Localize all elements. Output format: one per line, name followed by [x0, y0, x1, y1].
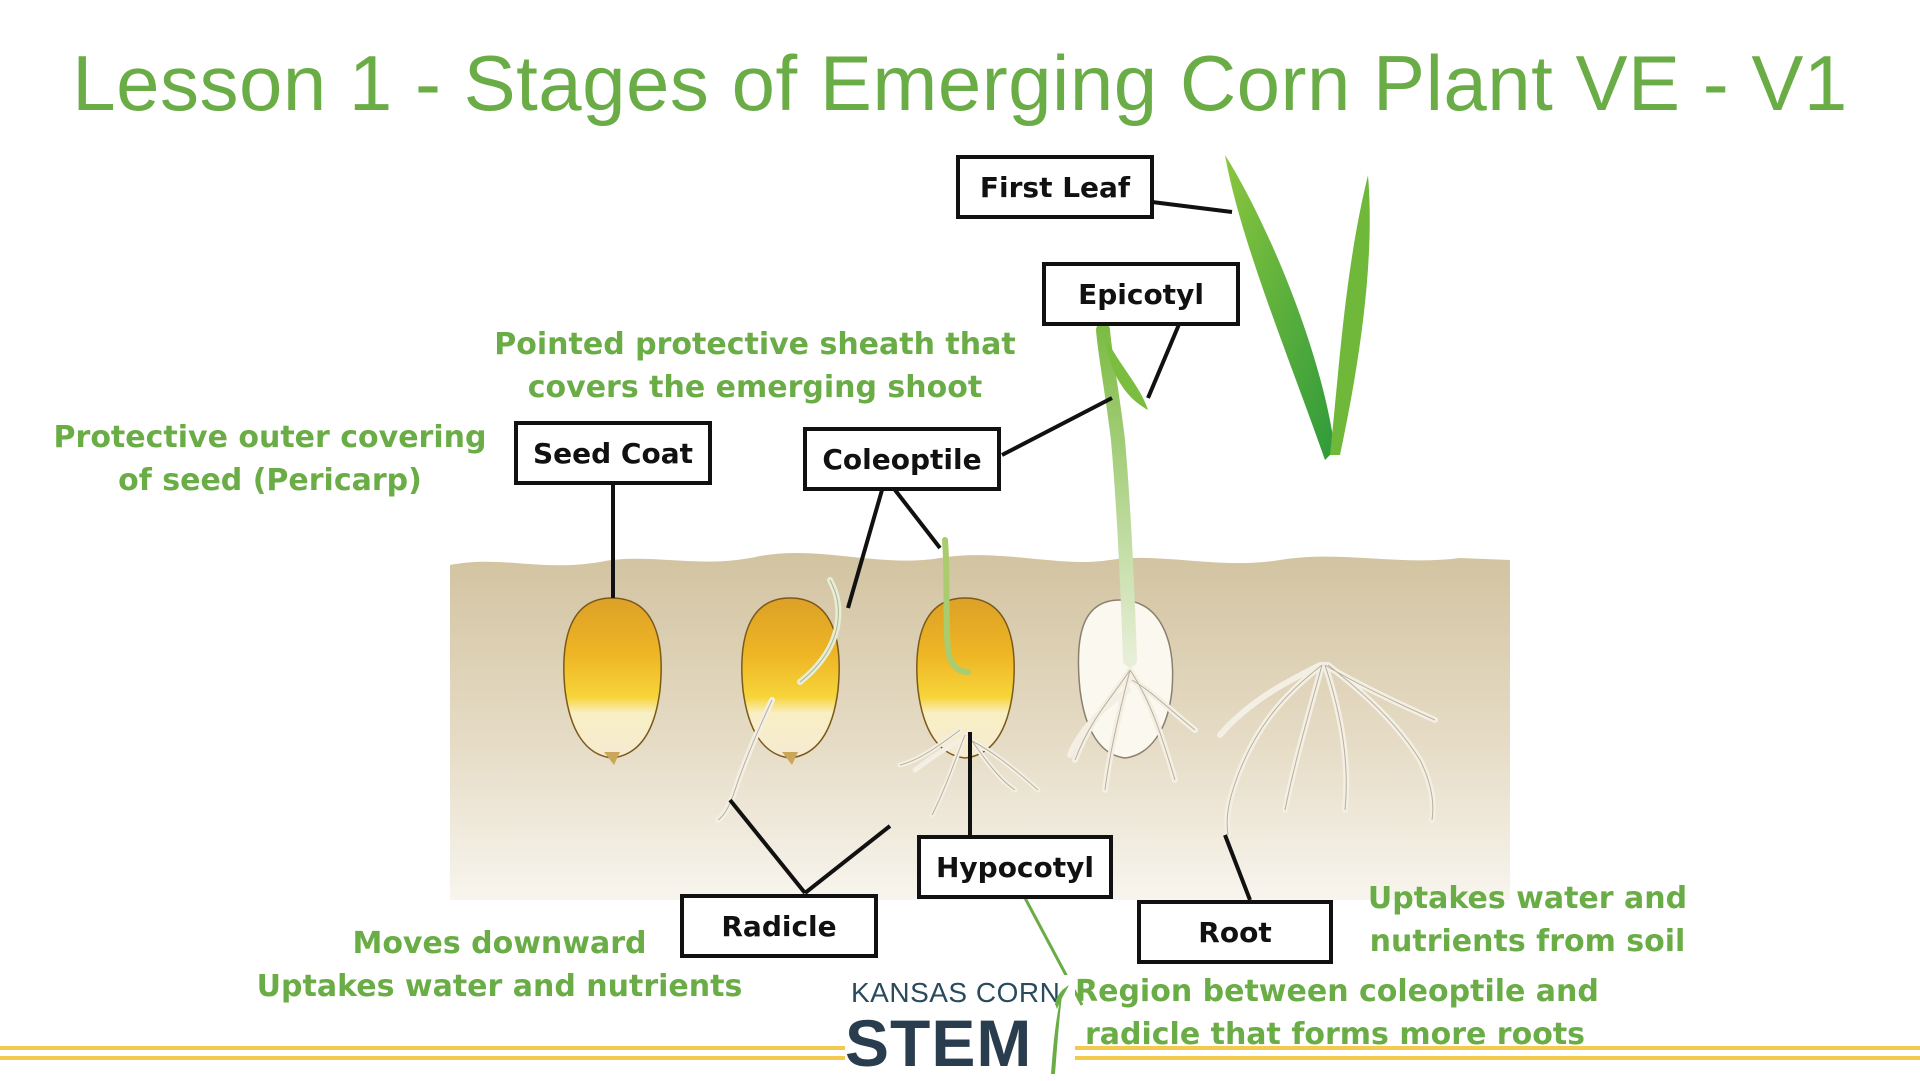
label-seed-coat: Seed Coat	[514, 421, 712, 485]
logo-stem-text: STEM	[845, 1005, 1032, 1081]
note-hypocotyl: Region between coleoptile and radicle th…	[1075, 970, 1595, 1056]
label-coleoptile: Coleoptile	[803, 427, 1001, 491]
corn-leaf-icon	[1033, 979, 1073, 1079]
kansas-corn-stem-logo: KANSAS CORN STEM	[845, 975, 1075, 1080]
label-first-leaf: First Leaf	[956, 155, 1154, 219]
label-epicotyl: Epicotyl	[1042, 262, 1240, 326]
label-hypocotyl: Hypocotyl	[917, 835, 1113, 899]
note-seed-coat: Protective outer covering of seed (Peric…	[50, 416, 490, 502]
note-coleoptile: Pointed protective sheath that covers th…	[490, 323, 1020, 409]
note-root: Uptakes water and nutrients from soil	[1355, 877, 1700, 963]
note-radicle: Moves downward Uptakes water and nutrien…	[252, 922, 747, 1008]
label-root: Root	[1137, 900, 1333, 964]
